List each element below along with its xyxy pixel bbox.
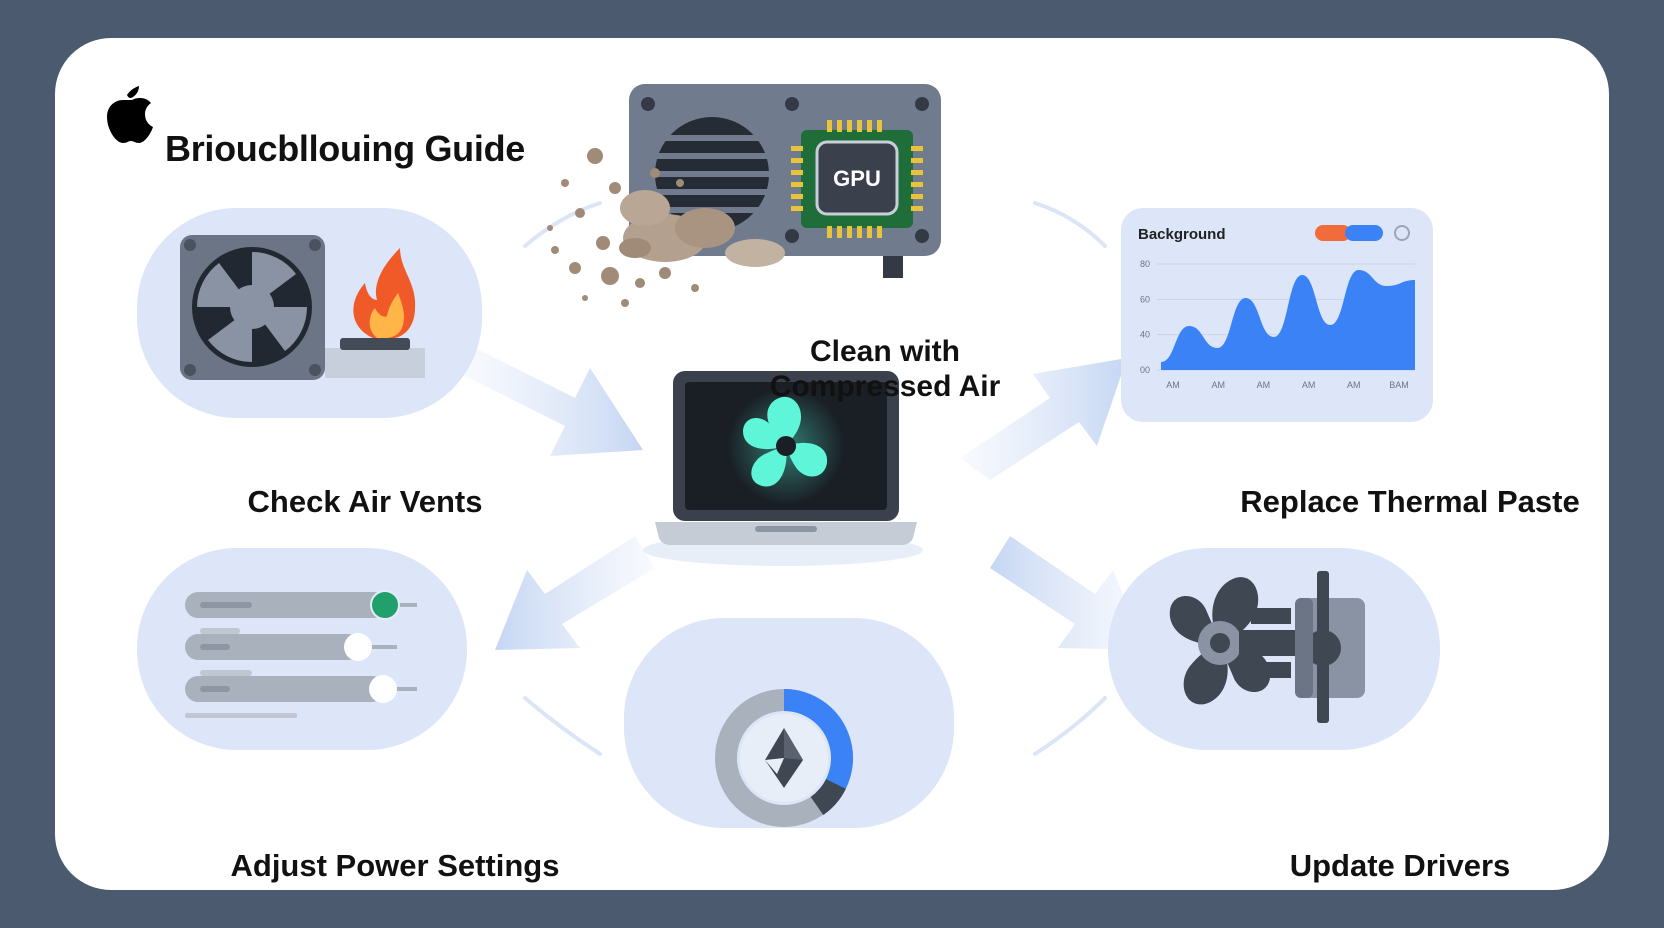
panel-monitor-gauge[interactable]: [624, 618, 954, 828]
case-fan-icon: [180, 235, 325, 380]
slider-knob-2[interactable]: [344, 633, 372, 661]
fan-motor-icon: [1169, 571, 1365, 723]
flow-arrow-bottom-right: [990, 536, 1145, 650]
step-label-adjust-power-settings: Adjust Power Settings: [230, 848, 560, 883]
dust-cloud-icon: [547, 148, 785, 307]
temperature-chart-icon: Background 80 60 40 00 AM AM AM AM AM BAM: [1138, 225, 1415, 390]
gpu-chip-icon: GPU: [791, 120, 923, 238]
flow-arrow-top-left: [465, 348, 643, 456]
chart-y-tick-label: 60: [1140, 294, 1150, 304]
slider-knob-3[interactable]: [369, 675, 397, 703]
panel-update-drivers[interactable]: [1108, 548, 1440, 750]
chart-x-tick-label: AM: [1211, 380, 1225, 390]
chart-toggle-dot[interactable]: [1394, 225, 1410, 241]
chart-y-tick-label: 00: [1140, 365, 1150, 375]
chart-y-tick-label: 80: [1140, 259, 1150, 269]
legend-swatch-1: [1315, 225, 1351, 241]
chart-y-ticks: 80 60 40 00: [1140, 259, 1150, 375]
chart-x-ticks: AM AM AM AM AM BAM: [1166, 380, 1409, 390]
chart-x-tick-label: AM: [1347, 380, 1361, 390]
chart-x-tick-label: AM: [1166, 380, 1180, 390]
gpu-chip-label: GPU: [833, 166, 881, 191]
panel-adjust-power-settings[interactable]: [137, 548, 467, 750]
chart-title: Background: [1138, 226, 1226, 243]
flow-arrow-top-right: [960, 358, 1127, 480]
panel-check-air-vents[interactable]: [137, 208, 482, 418]
chart-x-tick-label: AM: [1302, 380, 1316, 390]
apple-logo-icon: [107, 86, 153, 143]
slider-knob-1[interactable]: [370, 590, 400, 620]
chart-x-tick-label: BAM: [1389, 380, 1409, 390]
step-label-replace-thermal-paste: Replace Thermal Paste: [1240, 484, 1580, 519]
step-label-update-drivers: Update Drivers: [1289, 848, 1511, 883]
step-label-clean-compressed-air: Clean with Compressed Air: [769, 335, 1001, 403]
chart-y-tick-label: 40: [1140, 330, 1150, 340]
step-label-check-air-vents: Check Air Vents: [247, 484, 483, 519]
page-title: Brioucbllouing Guide: [165, 128, 525, 169]
connector-arcs: [523, 201, 1107, 756]
chart-area-series: [1161, 270, 1415, 370]
chart-x-tick-label: AM: [1257, 380, 1271, 390]
center-laptop: [643, 371, 923, 566]
glowing-fan-icon: [728, 388, 844, 504]
panel-clean-compressed-air[interactable]: GPU: [547, 84, 941, 307]
diagram-canvas: GPU: [107, 84, 1440, 828]
guide-card: GPU: [55, 38, 1609, 890]
compass-arrow-icon: [765, 728, 803, 788]
legend-swatch-2: [1345, 225, 1383, 241]
slider-controls-icon: [185, 590, 417, 718]
panel-replace-thermal-paste[interactable]: Background 80 60 40 00 AM AM AM AM AM BAM: [1121, 208, 1433, 422]
flow-arrow-bottom-left: [495, 536, 655, 650]
flame-icon: [325, 248, 425, 378]
